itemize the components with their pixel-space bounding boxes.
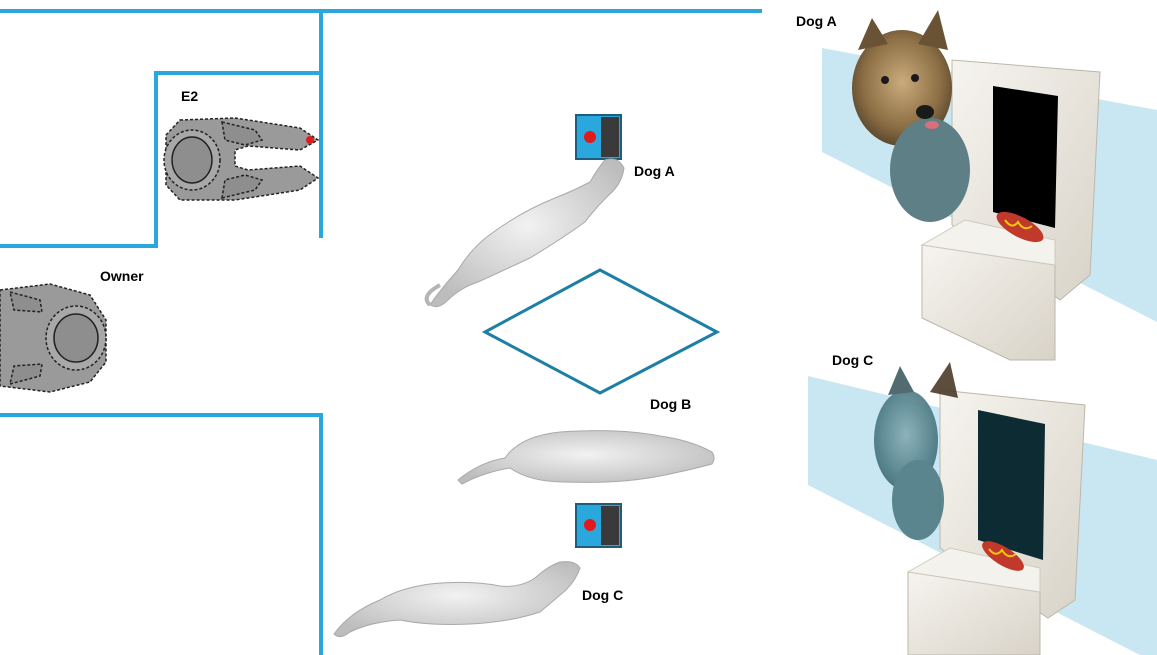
person-e2-figure <box>164 118 318 200</box>
dog-a-figure <box>427 159 624 307</box>
device-dog-a <box>576 115 621 159</box>
apparatus-screen-a <box>993 86 1058 228</box>
label-photo-dog-a: Dog A <box>796 13 837 29</box>
e2-alcove-wall <box>0 73 321 246</box>
person-owner-figure <box>0 284 106 392</box>
label-dog-a: Dog A <box>634 163 675 179</box>
wall-lower-room <box>0 415 321 655</box>
dog-b-figure <box>458 431 714 484</box>
dog-c-figure <box>334 562 580 637</box>
rhombus-marker <box>485 270 717 393</box>
photo-dog-a <box>822 10 1157 360</box>
label-photo-dog-c: Dog C <box>832 352 873 368</box>
apparatus-screen-c <box>978 410 1045 560</box>
label-owner: Owner <box>100 268 144 284</box>
photo-dog-c <box>808 362 1157 655</box>
label-e2: E2 <box>181 88 198 104</box>
label-dog-c: Dog C <box>582 587 623 603</box>
label-dog-b: Dog B <box>650 396 691 412</box>
room-walls <box>0 11 760 655</box>
device-dog-c <box>576 504 621 547</box>
